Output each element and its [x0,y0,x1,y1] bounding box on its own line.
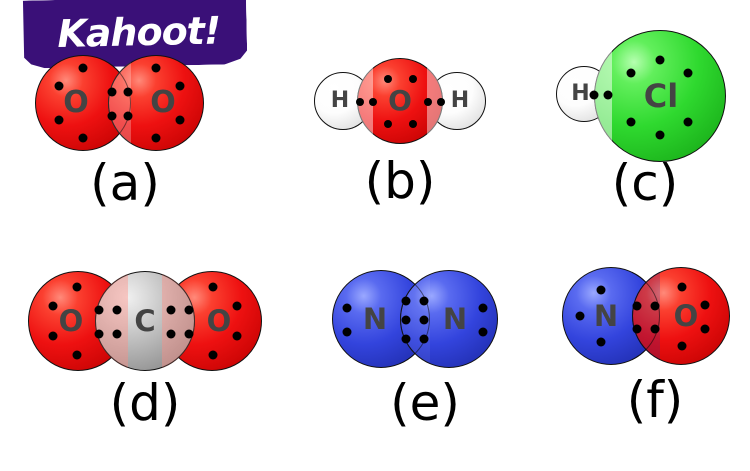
atom-symbol: O [388,84,412,117]
lone-electron [575,311,585,321]
molecule-a-o2: O O [30,48,220,158]
lone-electron [175,81,185,91]
lone-electron [700,324,710,334]
lone-electron [72,350,82,360]
atom-symbol: O [673,298,699,333]
lone-electron [151,133,161,143]
lone-electron [384,75,392,83]
shared-electron [112,305,122,315]
lone-electron [72,282,82,292]
shared-electron [166,329,176,339]
shared-electron [401,334,411,344]
shared-electron [94,305,104,315]
lone-electron [409,120,417,128]
atom-symbol: H [330,88,350,113]
atom-symbol: O [150,85,176,120]
shared-electron [419,334,429,344]
lone-electron [48,301,58,311]
shared-electron [419,315,429,325]
lone-electron [232,301,242,311]
lone-electron [208,350,218,360]
atom-symbol: Cl [643,77,679,115]
lone-electron [175,115,185,125]
shared-electron [437,98,445,106]
molecule-label-d: (d) [109,374,181,432]
shared-electron [419,296,429,306]
lone-electron [700,300,710,310]
shared-electron [650,301,660,311]
molecule-c-hcl: H Cl [550,25,740,170]
lone-electron [677,341,687,351]
lone-electron [478,303,488,313]
molecule-label-f: (f) [626,371,684,429]
shared-electron [94,329,104,339]
shared-electron [603,90,613,100]
atom-symbol: H [571,81,590,106]
atom-symbol: O [58,303,84,338]
molecule-f-no: N O [560,265,750,367]
molecule-e-n2: N N [330,268,520,370]
atom-symbol: H [450,88,470,113]
lone-electron [683,68,693,78]
lone-electron [78,133,88,143]
shared-electron [166,305,176,315]
shared-electron [424,98,432,106]
lone-electron [655,55,665,65]
shared-electron [632,324,642,334]
atom-nitrogen-right: N [400,270,498,368]
shared-electron [401,315,411,325]
atom-symbol: C [134,303,156,338]
atom-symbol: O [63,85,89,120]
molecule-label-c: (c) [611,154,679,212]
shared-electron [107,111,117,121]
lone-electron [342,303,352,313]
lone-electron [478,327,488,337]
lone-electron [342,327,352,337]
shared-electron [369,98,377,106]
lone-electron [48,331,58,341]
lone-electron [78,63,88,73]
lone-electron [232,331,242,341]
lone-electron [151,63,161,73]
lone-electron [626,117,636,127]
atom-symbol: N [362,301,388,336]
shared-electron [123,87,133,97]
molecule-label-a: (a) [90,154,160,212]
shared-electron [184,305,194,315]
shared-electron [112,329,122,339]
shared-electron [589,90,599,100]
atom-symbol: N [442,301,468,336]
shared-electron [401,296,411,306]
molecule-label-b: (b) [364,152,436,210]
lone-electron [409,75,417,83]
lone-electron [208,282,218,292]
lone-electron [626,68,636,78]
molecule-label-e: (e) [390,374,460,432]
molecule-b-h2o: H H O [300,52,500,152]
shared-electron [123,111,133,121]
shared-electron [184,329,194,339]
atom-symbol: N [593,298,619,333]
lone-electron [384,120,392,128]
lone-electron [54,81,64,91]
shared-electron [107,87,117,97]
atom-carbon: C [95,271,195,371]
lone-electron [54,115,64,125]
shared-electron [632,301,642,311]
shared-electron [356,98,364,106]
lone-electron [677,282,687,292]
atom-chlorine: Cl [594,30,726,162]
lone-electron [596,337,606,347]
lone-electron [683,117,693,127]
shared-electron [650,324,660,334]
lone-electron [596,285,606,295]
atom-symbol: O [206,303,232,338]
molecule-d-co2: O O C [25,268,265,373]
lone-electron [655,130,665,140]
